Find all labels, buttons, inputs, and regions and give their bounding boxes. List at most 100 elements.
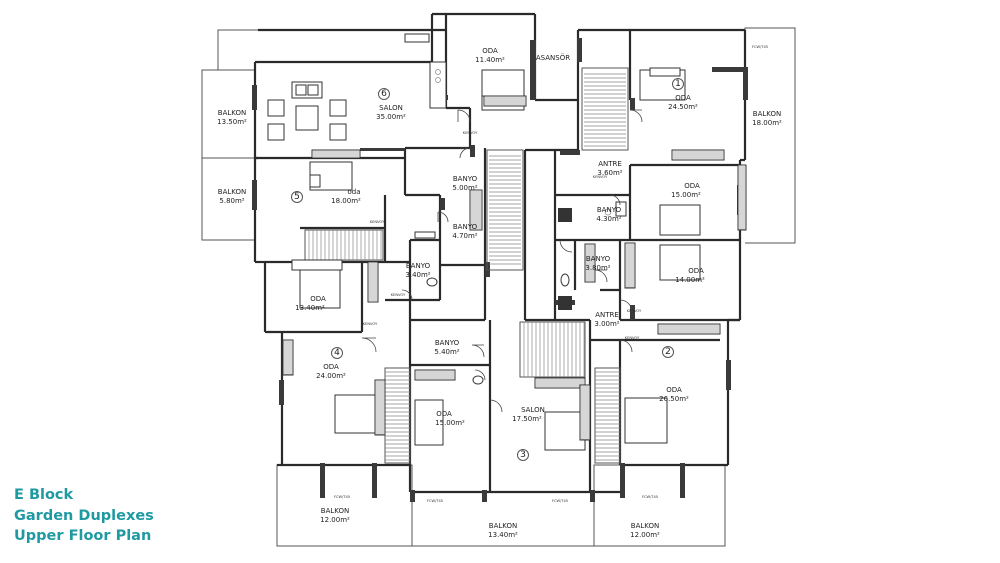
svg-text:35.00m²: 35.00m² (376, 113, 406, 121)
svg-text:ODA: ODA (310, 295, 326, 303)
svg-text:KENVOY: KENVOY (391, 293, 406, 297)
plan-caption: E Block Garden Duplexes Upper Floor Plan (14, 485, 154, 547)
svg-text:ODA: ODA (482, 47, 498, 55)
svg-text:BANYO: BANYO (597, 206, 622, 214)
svg-text:15.00m²: 15.00m² (671, 191, 701, 199)
svg-text:11.40m²: 11.40m² (475, 56, 505, 64)
svg-text:BALKON: BALKON (753, 110, 781, 118)
unit-number-3: 3 (517, 449, 529, 461)
svg-text:ANTRE: ANTRE (595, 311, 619, 319)
svg-text:KENVOY: KENVOY (593, 175, 608, 179)
svg-text:ODA: ODA (675, 94, 691, 102)
svg-text:BANYO: BANYO (586, 255, 611, 263)
svg-text:SALON: SALON (521, 406, 545, 414)
svg-text:3: 3 (520, 450, 526, 460)
svg-text:4: 4 (334, 348, 340, 358)
door-tags: KENVOY KENVOY KENVOY KENVOY KENVOY KENVO… (334, 45, 768, 503)
svg-text:ODA: ODA (666, 386, 682, 394)
stairs (304, 67, 629, 464)
svg-text:BANYO: BANYO (435, 339, 460, 347)
svg-text:KENVOY: KENVOY (463, 131, 478, 135)
svg-text:3.60m²: 3.60m² (597, 169, 622, 177)
furniture (267, 33, 747, 451)
svg-text:BANYO: BANYO (453, 223, 478, 231)
svg-text:4.30m²: 4.30m² (596, 215, 621, 223)
svg-text:BANYO: BANYO (453, 175, 478, 183)
svg-text:ANTRE: ANTRE (598, 160, 622, 168)
caption-type: Garden Duplexes (14, 507, 154, 524)
svg-text:BANYO: BANYO (406, 262, 431, 270)
unit-number-6: 6 (378, 88, 390, 100)
svg-text:1: 1 (675, 79, 681, 89)
svg-text:18.00m²: 18.00m² (331, 197, 361, 205)
svg-text:4.70m²: 4.70m² (452, 232, 477, 240)
svg-text:FCW/T45: FCW/T45 (552, 499, 568, 503)
svg-text:24.50m²: 24.50m² (668, 103, 698, 111)
unit-number-2: 2 (662, 346, 674, 358)
svg-text:13.50m²: 13.50m² (217, 118, 247, 126)
svg-text:5.00m²: 5.00m² (452, 184, 477, 192)
svg-text:ASANSÖR: ASANSÖR (536, 53, 570, 62)
svg-text:KENVOY: KENVOY (625, 336, 640, 340)
svg-text:ODA: ODA (684, 182, 700, 190)
svg-text:6: 6 (381, 89, 387, 99)
unit-number-1: 1 (672, 78, 684, 90)
svg-text:BALKON: BALKON (631, 522, 659, 530)
svg-text:oda: oda (347, 188, 360, 196)
svg-text:24.00m²: 24.00m² (316, 372, 346, 380)
unit-numbers: 1 2 3 4 5 6 (291, 78, 684, 461)
svg-text:BALKON: BALKON (218, 109, 246, 117)
svg-text:12.00m²: 12.00m² (630, 531, 660, 539)
svg-text:13.40m²: 13.40m² (488, 531, 518, 539)
svg-text:13.40m²: 13.40m² (295, 304, 325, 312)
svg-text:17.50m²: 17.50m² (512, 415, 542, 423)
svg-text:FCW/T45: FCW/T45 (642, 495, 658, 499)
caption-block: E Block (14, 487, 74, 503)
svg-text:15.00m²: 15.00m² (435, 419, 465, 427)
svg-text:KENVOY: KENVOY (363, 322, 378, 326)
svg-text:BALKON: BALKON (489, 522, 517, 530)
svg-text:5.40m²: 5.40m² (434, 348, 459, 356)
unit-number-5: 5 (291, 191, 303, 203)
unit-number-4: 4 (331, 347, 343, 359)
svg-text:5.80m²: 5.80m² (219, 197, 244, 205)
svg-text:ODA: ODA (323, 363, 339, 371)
svg-text:18.00m²: 18.00m² (752, 119, 782, 127)
svg-text:BALKON: BALKON (218, 188, 246, 196)
svg-text:FCW/T45: FCW/T45 (752, 45, 768, 49)
svg-text:BALKON: BALKON (321, 507, 349, 515)
svg-text:FCW/T45: FCW/T45 (427, 499, 443, 503)
svg-text:3.40m²: 3.40m² (405, 271, 430, 279)
svg-text:ODA: ODA (688, 267, 704, 275)
svg-text:3.00m²: 3.00m² (594, 320, 619, 328)
svg-text:12.00m²: 12.00m² (320, 516, 350, 524)
svg-text:2: 2 (665, 347, 671, 357)
svg-text:3.80m²: 3.80m² (585, 264, 610, 272)
svg-text:SALON: SALON (379, 104, 403, 112)
caption-floor: Upper Floor Plan (14, 528, 152, 544)
